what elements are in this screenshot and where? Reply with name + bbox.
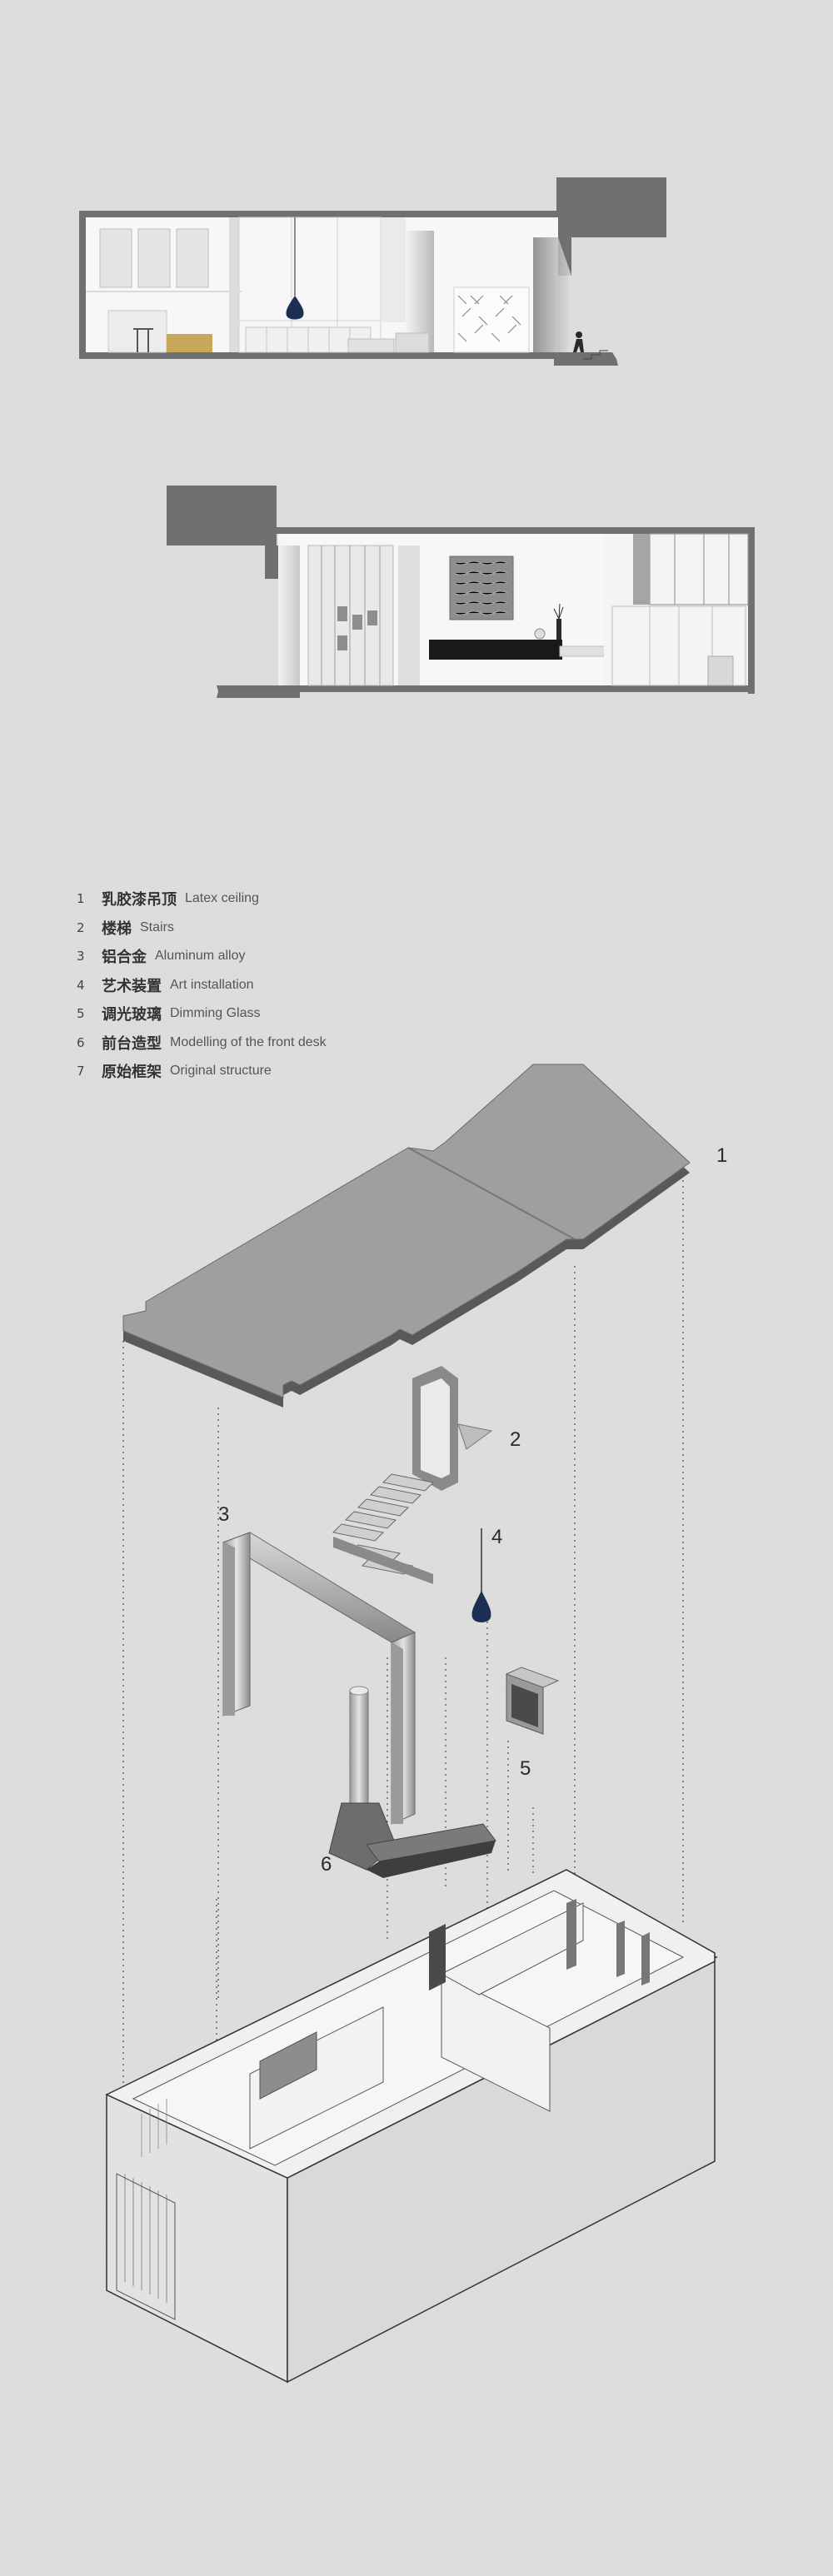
legend-label-en: Dimming Glass <box>170 1006 261 1021</box>
legend-label-cn: 调光玻璃 <box>102 1006 162 1024</box>
legend-label-cn: 乳胶漆吊顶 <box>102 891 177 909</box>
person-figure <box>573 331 584 352</box>
legend-label-cn: 铝合金 <box>102 949 147 967</box>
legend-label-cn: 原始框架 <box>102 1064 162 1082</box>
legend-number: 1 <box>77 891 85 907</box>
legend-number: 3 <box>77 949 85 964</box>
callout-3: 3 <box>218 1503 230 1526</box>
legend-number: 6 <box>77 1034 85 1050</box>
legend-label-en: Latex ceiling <box>185 891 259 906</box>
legend-label-cn: 艺术装置 <box>102 977 162 995</box>
legend-label-cn: 楼梯 <box>102 919 132 938</box>
legend-label-en: Original structure <box>170 1064 272 1079</box>
latex-ceiling <box>122 1064 691 1408</box>
legend-item: 5 调光玻璃 Dimming Glass <box>77 999 476 1029</box>
legend-item: 6 前台造型 Modelling of the front desk <box>77 1029 476 1058</box>
legend-item: 7 原始框架 Original structure <box>77 1057 476 1086</box>
legend-item: 3 铝合金 Aluminum alloy <box>77 942 476 971</box>
legend-number: 7 <box>77 1064 85 1079</box>
stairs <box>332 1366 493 1584</box>
legend: 1 乳胶漆吊顶 Latex ceiling 2 楼梯 Stairs 3 铝合金 Aluminum… <box>77 884 476 1086</box>
dimming-glass <box>505 1667 560 1735</box>
legend-label-cn: 前台造型 <box>102 1034 162 1053</box>
legend-label-en: Stairs <box>140 919 174 934</box>
callout-1: 1 <box>716 1144 728 1167</box>
legend-label-en: Modelling of the front desk <box>170 1034 327 1049</box>
legend-number: 2 <box>77 919 85 935</box>
callout-6: 6 <box>321 1853 332 1876</box>
section-elevation-lower <box>167 486 755 698</box>
callout-5: 5 <box>520 1757 531 1780</box>
legend-item: 1 乳胶漆吊顶 Latex ceiling <box>77 884 476 914</box>
legend-item: 4 艺术装置 Art installation <box>77 971 476 1000</box>
callout-4: 4 <box>491 1526 503 1548</box>
legend-item: 2 楼梯 Stairs <box>77 914 476 943</box>
aluminum-frame <box>222 1532 416 1825</box>
art-installation-pendant <box>471 1528 491 1622</box>
exploded-axonometric-diagram <box>105 1064 718 2384</box>
original-structure <box>105 1869 718 2384</box>
legend-number: 4 <box>77 977 85 993</box>
section-elevation-upper <box>79 177 666 366</box>
callout-2: 2 <box>510 1428 521 1451</box>
legend-label-en: Aluminum alloy <box>155 949 246 964</box>
projection-lines <box>122 1174 684 2099</box>
legend-label-en: Art installation <box>170 977 254 992</box>
front-desk <box>328 1686 496 1878</box>
legend-number: 5 <box>77 1006 85 1022</box>
